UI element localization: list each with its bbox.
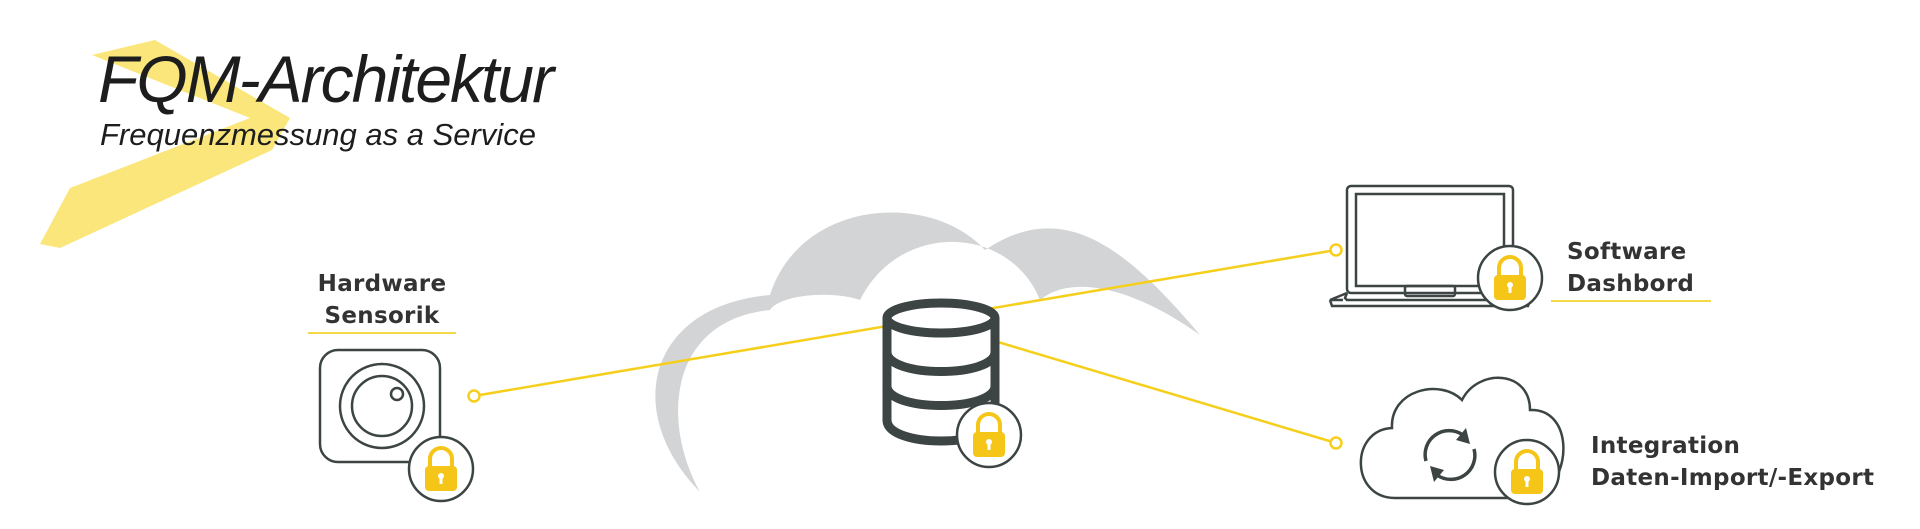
lock-badge-integration — [1493, 438, 1561, 506]
software-label: Software Dashbord — [1567, 236, 1694, 300]
node-software — [1329, 243, 1343, 257]
node-hardware — [467, 389, 481, 403]
lock-icon — [1514, 449, 1540, 471]
lock-badge-software — [1476, 244, 1544, 312]
sync-arrowhead-bottom — [1430, 466, 1444, 482]
page-subtitle: Frequenzmessung as a Service — [100, 117, 536, 152]
lock-icon — [976, 412, 1002, 434]
hardware-label-line2: Sensorik — [324, 303, 440, 329]
cloud-sync-icon — [1359, 376, 1565, 500]
line-database-integration — [940, 323, 1337, 445]
hardware-label: Hardware Sensorik — [308, 268, 456, 332]
integration-label-line2: Daten-Import/-Export — [1591, 465, 1875, 491]
laptop-icon — [1328, 184, 1532, 308]
software-label-line1: Software — [1567, 239, 1687, 265]
page-title: FQM-Architektur — [98, 42, 554, 116]
connection-nodes — [467, 243, 1343, 450]
hardware-label-line1: Hardware — [317, 271, 447, 297]
sync-arrowhead-top — [1456, 428, 1470, 444]
sensor-icon — [318, 348, 442, 464]
hardware-underline — [308, 332, 456, 334]
background-cloud-icon — [655, 212, 1200, 492]
lock-icon — [1497, 255, 1523, 277]
node-integration — [1329, 436, 1343, 450]
lock-icon — [428, 446, 454, 468]
brush-stroke-decoration — [40, 40, 290, 248]
software-label-line2: Dashbord — [1567, 271, 1695, 297]
sync-arrows-icon — [1423, 428, 1477, 482]
lock-badge-database — [955, 401, 1023, 469]
integration-label: Integration Daten-Import/-Export — [1591, 430, 1874, 494]
integration-label-line1: Integration — [1591, 433, 1741, 459]
lock-badge-hardware — [407, 435, 475, 503]
software-underline — [1551, 300, 1711, 302]
